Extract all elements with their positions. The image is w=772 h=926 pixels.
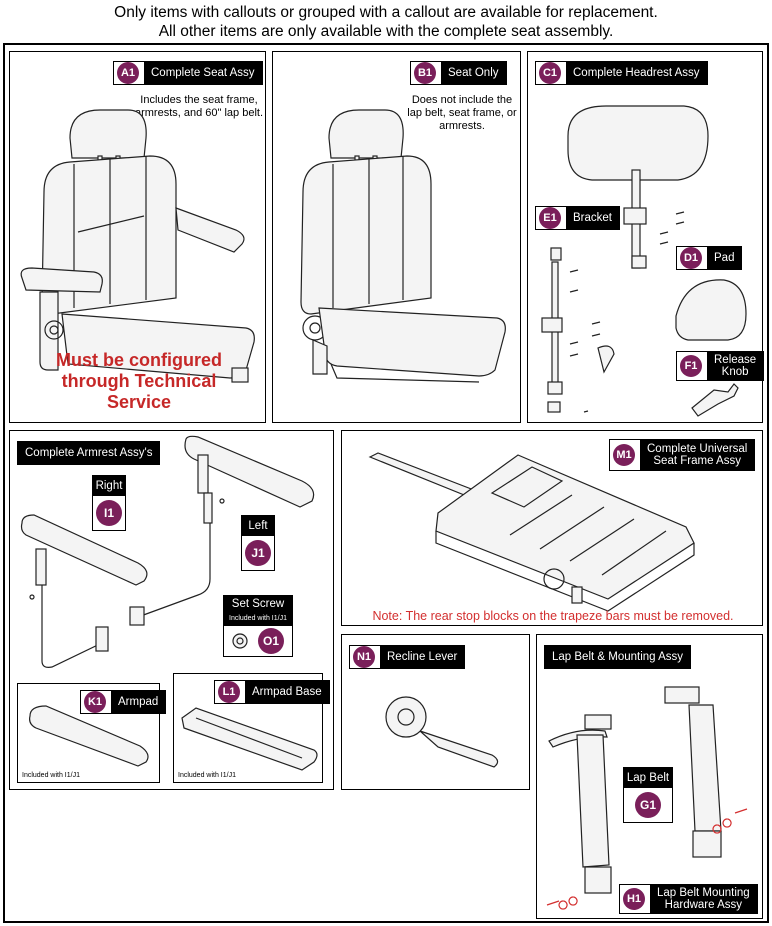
warning-line: Must be configured	[56, 350, 222, 370]
lap-belt-label: Lap Belt	[624, 768, 672, 788]
set-screw-label: Set Screw	[224, 596, 292, 612]
lap-belt-title: Lap Belt & Mounting Assy	[544, 645, 692, 669]
lap-belt-illustration	[546, 686, 748, 910]
headrest-assy-illustration	[541, 105, 709, 413]
panel-complete-armrest-assys: Complete Armrest Assy's Right I1 Left J1…	[9, 430, 334, 790]
callout-title: Armpad Base	[245, 681, 329, 703]
callout-code: N1	[353, 646, 375, 668]
seat-only-note: Does not include the lap belt, seat fram…	[407, 94, 517, 132]
release-knob-illustration	[691, 383, 739, 417]
callout-title: Complete Seat Assy	[144, 62, 262, 84]
callout-code: G1	[635, 792, 661, 818]
panel-complete-universal-seat-frame-assy: M1 Complete Universal Seat Frame Assy No…	[341, 430, 763, 626]
callout-k1[interactable]: K1 Armpad	[80, 690, 167, 714]
callout-i1[interactable]: Right I1	[92, 475, 126, 531]
callout-l1[interactable]: L1 Armpad Base	[214, 680, 330, 704]
panel-seat-only: B1 Seat Only Does not include the lap be…	[272, 51, 521, 423]
header-line-1: Only items with callouts or grouped with…	[114, 4, 658, 21]
callout-title: Armpad	[111, 691, 166, 713]
seat-frame-illustration	[368, 452, 695, 612]
armrest-title: Complete Armrest Assy's	[17, 441, 161, 465]
callout-title: Release Knob	[707, 352, 764, 380]
right-label: Right	[93, 476, 125, 496]
callout-n1[interactable]: N1 Recline Lever	[349, 645, 466, 669]
callout-code: I1	[96, 500, 122, 526]
callout-a1[interactable]: A1 Complete Seat Assy	[113, 61, 263, 85]
callout-title: Lap Belt Mounting Hardware Assy	[650, 885, 757, 913]
callout-title: Pad	[707, 247, 742, 269]
panel-recline-lever: N1 Recline Lever	[341, 634, 530, 790]
callout-code: F1	[680, 355, 702, 377]
armpad-base-foot: Included with I1/J1	[178, 772, 236, 779]
panel-armpad: K1 Armpad Included with I1/J1	[17, 683, 167, 783]
header-line-2: All other items are only available with …	[158, 23, 614, 40]
headrest-pad-illustration	[675, 279, 747, 341]
armrest-illustration	[20, 435, 315, 668]
callout-code: D1	[680, 247, 702, 269]
callout-c1[interactable]: C1 Complete Headrest Assy	[535, 61, 708, 85]
callout-title: Complete Headrest Assy	[566, 62, 707, 84]
callout-code: E1	[539, 207, 561, 229]
callout-o1[interactable]: Set Screw Included with I1/J1 O1	[223, 595, 293, 657]
callout-code: B1	[414, 62, 436, 84]
title-line: Lap Belt Mounting	[657, 887, 750, 899]
title-line: Release	[714, 354, 757, 366]
callout-title: Bracket	[566, 207, 619, 229]
left-label: Left	[242, 516, 274, 536]
callout-e1[interactable]: E1 Bracket	[535, 206, 620, 230]
callout-m1[interactable]: M1 Complete Universal Seat Frame Assy	[609, 439, 756, 471]
callout-code: O1	[258, 628, 284, 654]
seat-only-illustration	[300, 109, 506, 383]
page-header: Only items with callouts or grouped with…	[0, 0, 772, 41]
callout-code: M1	[613, 444, 635, 466]
callout-code: J1	[245, 540, 271, 566]
callout-code: A1	[117, 62, 139, 84]
callout-title: Complete Universal Seat Frame Assy	[640, 440, 755, 470]
callout-code: K1	[84, 691, 106, 713]
armpad-base-illustration	[181, 707, 318, 771]
callout-h1[interactable]: H1 Lap Belt Mounting Hardware Assy	[619, 884, 758, 914]
callout-d1[interactable]: D1 Pad	[676, 246, 743, 270]
armpad-foot: Included with I1/J1	[22, 772, 80, 779]
callout-title: Seat Only	[441, 62, 506, 84]
callout-title: Complete Armrest Assy's	[18, 442, 160, 464]
title-line: Seat Frame Assy	[653, 455, 741, 467]
callout-code: L1	[218, 681, 240, 703]
callout-title: Lap Belt & Mounting Assy	[545, 646, 691, 668]
parts-diagram-frame	[3, 43, 769, 923]
callout-code: H1	[623, 888, 645, 910]
configuration-warning: Must be configured through Technical Ser…	[44, 350, 234, 413]
complete-seat-illustration	[20, 109, 255, 383]
seat-frame-note: Note: The rear stop blocks on the trapez…	[372, 609, 734, 623]
set-screw-sub: Included with I1/J1	[224, 612, 292, 626]
warning-line: Service	[106, 392, 172, 412]
title-line: Complete Universal	[647, 443, 748, 455]
callout-title: Recline Lever	[380, 646, 465, 668]
panel-complete-seat-assy: A1 Complete Seat Assy Includes the seat …	[9, 51, 266, 423]
title-line: Hardware Assy	[664, 899, 743, 911]
panel-lap-belt-mounting-assy: Lap Belt & Mounting Assy Lap Belt G1 H1 …	[536, 634, 763, 919]
set-screw-icon	[224, 626, 256, 656]
warning-line: through Technical	[61, 371, 217, 391]
title-line: Knob	[721, 366, 749, 378]
callout-f1[interactable]: F1 Release Knob	[676, 351, 765, 381]
callout-code: C1	[539, 62, 561, 84]
panel-armpad-base: L1 Armpad Base Included with I1/J1	[173, 673, 330, 783]
seat-assy-note: Includes the seat frame, armrests, and 6…	[134, 94, 264, 119]
callout-g1[interactable]: Lap Belt G1	[623, 767, 673, 823]
panel-complete-headrest-assy: C1 Complete Headrest Assy E1 Bracket D1 …	[527, 51, 765, 423]
callout-j1[interactable]: Left J1	[241, 515, 275, 571]
armpad-illustration	[29, 705, 149, 767]
callout-b1[interactable]: B1 Seat Only	[410, 61, 507, 85]
recline-lever-illustration	[385, 696, 499, 768]
